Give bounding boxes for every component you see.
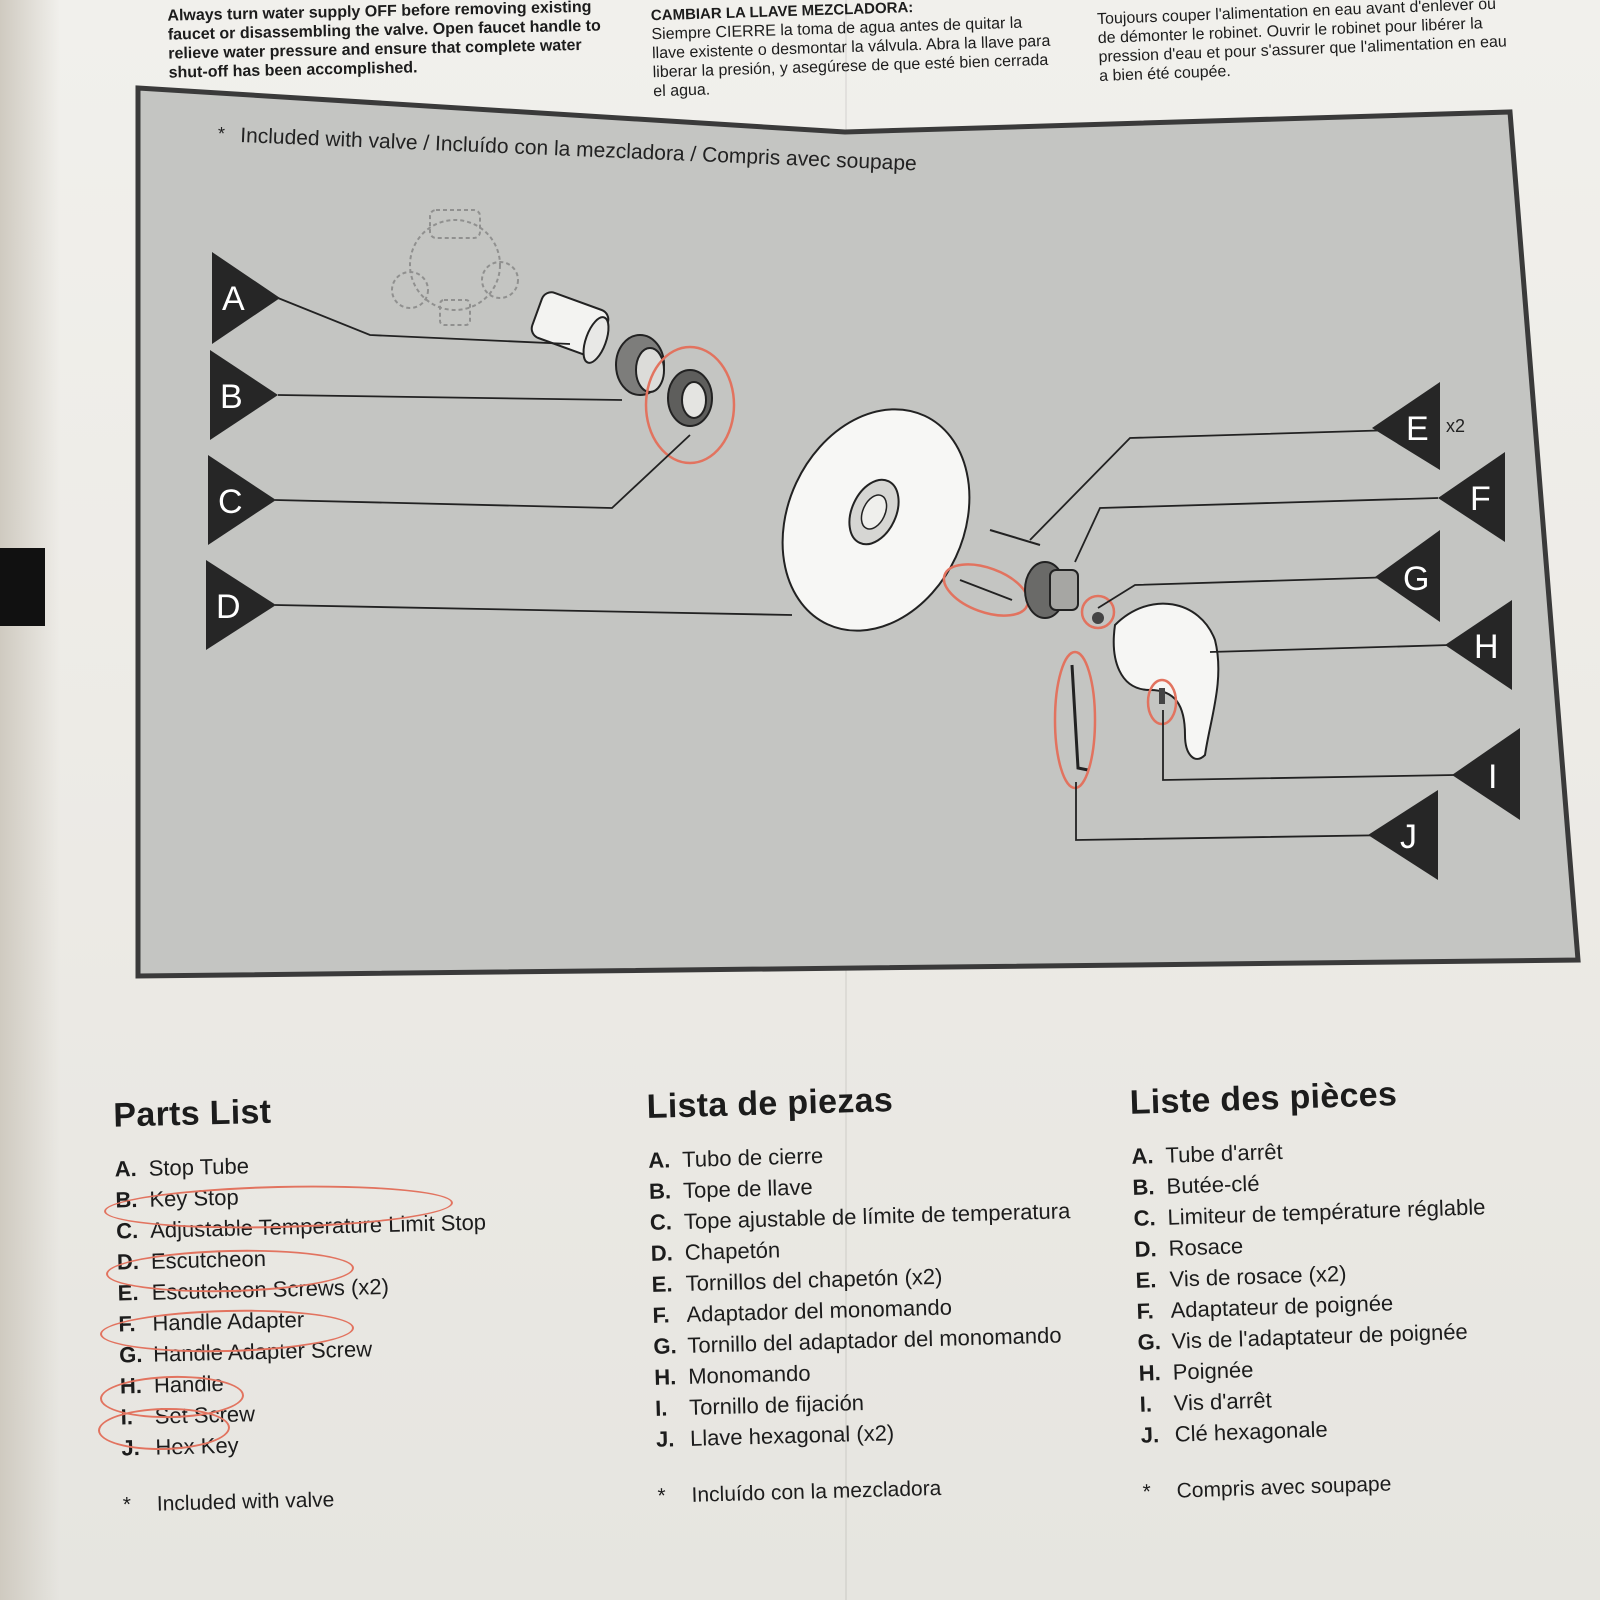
hex-key-part [1070,664,1089,772]
label-c: C [208,455,276,545]
svg-text:F: F [1470,480,1491,518]
label-f: F [1438,452,1505,542]
parts-list-english: Parts List A.Stop Tube B.Key Stop C.Adju… [113,1088,493,1518]
svg-text:J: J [1400,818,1417,856]
key-stop-part [615,334,665,396]
escutcheon-part [781,408,971,632]
svg-text:C: C [218,483,243,521]
svg-text:G: G [1403,560,1429,598]
label-b: B [210,350,278,440]
leader-lines [274,297,1456,841]
temperature-limit-stop-part [667,369,713,427]
label-i: I [1452,728,1520,820]
svg-text:A: A [222,280,245,318]
label-a: A [212,252,280,344]
svg-text:B: B [220,378,243,416]
background-object [0,548,45,626]
label-e: E x2 [1372,382,1465,470]
handle-adapter-part [1024,561,1079,619]
handle-adapter-screw-part [1092,612,1104,624]
label-g: G [1375,530,1440,622]
sheet-shadow [0,0,60,1600]
exploded-parts-diagram: * Included with valve / Incluído con la … [135,85,1581,979]
svg-text:D: D [216,588,241,626]
label-j: J [1368,790,1438,880]
svg-text:H: H [1474,628,1499,666]
svg-text:E: E [1406,410,1429,448]
label-d: D [206,560,276,650]
label-e-quantity: x2 [1446,416,1465,436]
caption-star: * [218,124,225,144]
parts-list-french: Liste des pièces A.Tube d'arrêt B.Butée-… [1129,1072,1495,1504]
valve-body-illustration [391,209,519,326]
label-h: H [1445,600,1512,690]
pen-circle-g [1080,594,1116,630]
pen-circle-c [644,345,736,465]
parts-list-english-title: Parts List [112,1092,272,1135]
pen-circle-i [1146,678,1178,726]
set-screw-part [1159,688,1165,704]
svg-text:I: I [1488,758,1497,796]
stop-tube-part [530,291,610,364]
pen-circle-j [1053,650,1097,790]
parts-list-spanish: Lista de piezas A.Tubo de cierre B.Tope … [646,1076,1078,1509]
escutcheon-screws-part [959,529,1041,601]
